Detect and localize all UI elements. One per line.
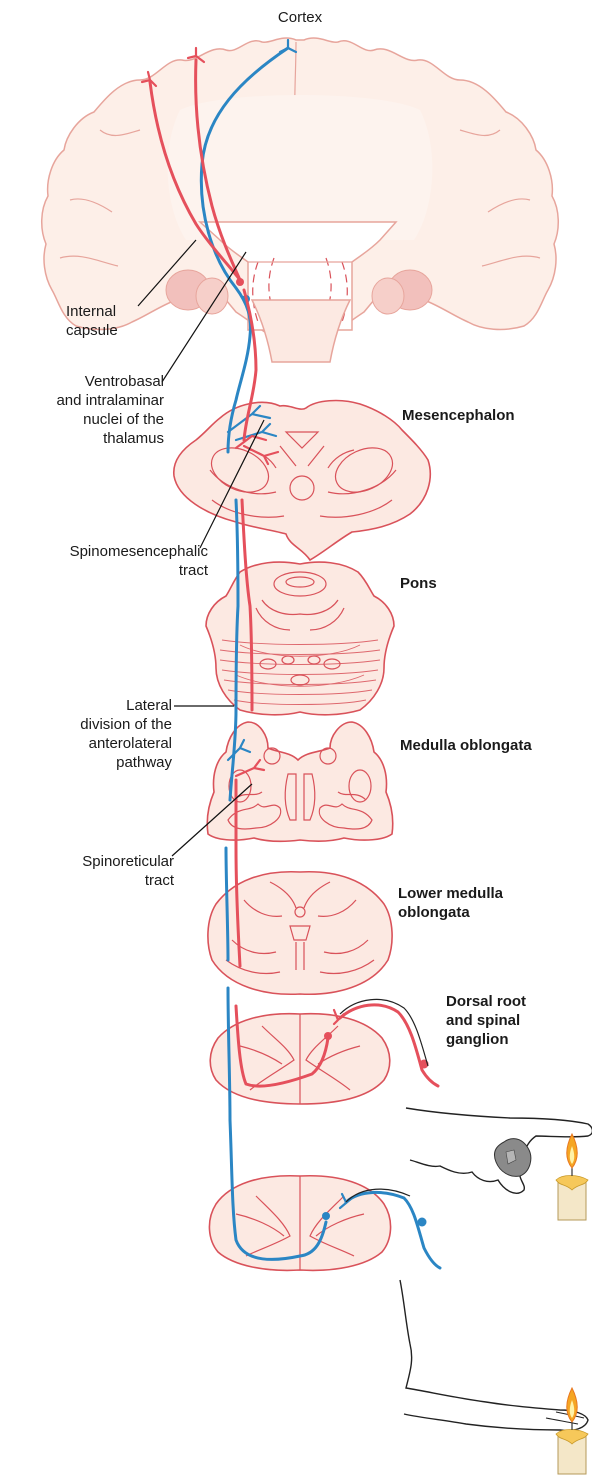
foot-icon	[400, 1280, 588, 1431]
lateral-division-label: Lateral division of the anterolateral pa…	[30, 696, 172, 772]
candle-icon	[556, 1388, 588, 1474]
lower-medulla-label: Lower medulla oblongata	[398, 884, 503, 922]
mesencephalon-section	[174, 401, 430, 560]
dorsal-root-ganglion-label: Dorsal root and spinal ganglion	[446, 992, 526, 1049]
candle-icon	[556, 1134, 588, 1220]
mesencephalon-label: Mesencephalon	[402, 406, 515, 425]
spinomesencephalic-tract-label: Spinomesencephalic tract	[4, 542, 208, 580]
cortex-label: Cortex	[250, 8, 350, 27]
pons-label: Pons	[400, 574, 437, 593]
medulla-oblongata-label: Medulla oblongata	[400, 736, 532, 755]
internal-capsule-label: Internal capsule	[66, 302, 118, 340]
spinoreticular-tract-label: Spinoreticular tract	[30, 852, 174, 890]
thalamus-nuclei-label: Ventrobasal and intralaminar nuclei of t…	[14, 372, 164, 448]
brain-coronal-section	[42, 38, 559, 362]
pons-section	[206, 562, 394, 715]
